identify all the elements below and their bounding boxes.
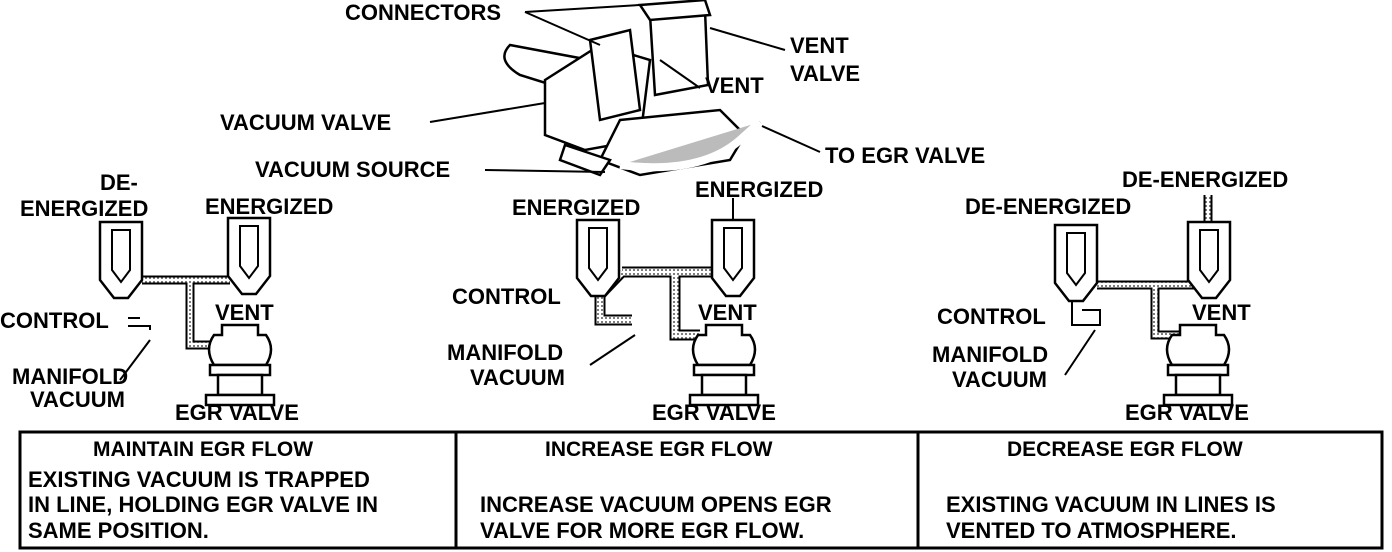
table-text-maintain-3: SAME POSITION. (28, 518, 209, 543)
p3-vacuum: VACUUM (952, 367, 1047, 392)
label-vent: VENT (705, 73, 764, 98)
p1-vent: VENT (215, 300, 274, 325)
p1-left-solenoid-line2: ENERGIZED (20, 196, 148, 221)
table-text-increase-2: VALVE FOR MORE EGR FLOW. (480, 518, 804, 543)
label-vacuum-source: VACUUM SOURCE (255, 157, 450, 182)
p1-egr-valve: EGR VALVE (175, 400, 299, 425)
p2-vent: VENT (698, 300, 757, 325)
panel-increase-schematic (575, 198, 760, 407)
label-vacuum-valve: VACUUM VALVE (220, 110, 391, 135)
p3-vent: VENT (1192, 300, 1251, 325)
p2-manifold: MANIFOLD (447, 340, 563, 365)
p2-vacuum: VACUUM (470, 365, 565, 390)
p3-egr-valve: EGR VALVE (1125, 400, 1249, 425)
table-header-decrease: DECREASE EGR FLOW (1007, 438, 1243, 461)
p3-manifold: MANIFOLD (932, 342, 1048, 367)
panel-maintain-schematic (98, 216, 276, 407)
table-text-maintain-2: IN LINE, HOLDING EGR VALVE IN (28, 492, 378, 517)
p2-right-solenoid: ENERGIZED (695, 177, 823, 202)
p1-left-solenoid-line1: DE- (100, 170, 138, 195)
vacuum-solenoid-assembly-illustration (503, 0, 763, 177)
panel-decrease-schematic (1053, 195, 1234, 407)
p2-egr-valve: EGR VALVE (652, 400, 776, 425)
label-vent-valve-line2: VALVE (790, 61, 860, 86)
p3-right-solenoid: DE-ENERGIZED (1122, 167, 1288, 192)
p2-control: CONTROL (452, 284, 561, 309)
table-header-increase: INCREASE EGR FLOW (545, 438, 773, 461)
table-header-maintain: MAINTAIN EGR FLOW (93, 438, 313, 461)
p3-control: CONTROL (937, 304, 1046, 329)
flow-mode-table (18, 430, 1384, 550)
p1-right-solenoid: ENERGIZED (205, 194, 333, 219)
label-vent-valve-line1: VENT (790, 33, 849, 58)
label-connectors: CONNECTORS (345, 0, 501, 25)
table-text-maintain-1: EXISTING VACUUM IS TRAPPED (28, 467, 370, 492)
p1-vacuum: VACUUM (30, 387, 125, 412)
p1-manifold: MANIFOLD (12, 364, 128, 389)
p3-left-solenoid: DE-ENERGIZED (965, 194, 1131, 219)
table-text-increase-1: INCREASE VACUUM OPENS EGR (480, 492, 832, 517)
top-callout-arrows (429, 4, 821, 173)
p2-left-solenoid: ENERGIZED (512, 195, 640, 220)
p1-control: CONTROL (0, 308, 109, 333)
table-text-decrease-1: EXISTING VACUUM IN LINES IS (946, 492, 1276, 517)
table-text-decrease-2: VENTED TO ATMOSPHERE. (946, 518, 1237, 543)
label-to-egr-valve: TO EGR VALVE (825, 143, 985, 168)
